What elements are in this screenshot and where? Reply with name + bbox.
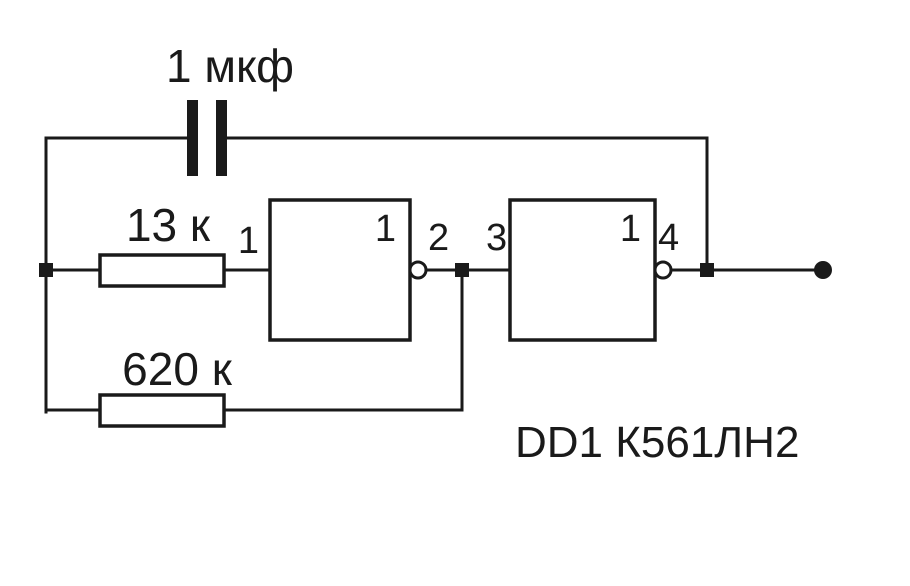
wire-network bbox=[44, 136, 824, 414]
inverter-gate-2: 1 3 4 bbox=[486, 198, 679, 342]
capacitor: 1 мкф bbox=[166, 40, 294, 176]
gate2-output-pin-number: 4 bbox=[658, 217, 679, 259]
inverter-gate-1: 1 1 2 bbox=[238, 198, 449, 342]
capacitor-label: 1 мкф bbox=[166, 40, 294, 92]
resistor-13k-label: 13 к bbox=[126, 199, 211, 251]
gate2-symbol: 1 bbox=[620, 208, 641, 250]
gate1-inversion-bubble bbox=[408, 260, 428, 280]
resistor-13k: 13 к bbox=[98, 199, 226, 288]
gate2-inversion-bubble bbox=[653, 260, 673, 280]
output-terminal bbox=[814, 261, 832, 279]
gate1-input-pin-number: 1 bbox=[238, 220, 259, 262]
gate1-body bbox=[268, 198, 412, 342]
junction-node-left bbox=[39, 263, 53, 277]
resistor-620k: 620 к bbox=[98, 343, 233, 428]
junction-nodes bbox=[39, 263, 714, 277]
gate2-input-pin-number: 3 bbox=[486, 217, 507, 259]
junction-node-right bbox=[700, 263, 714, 277]
capacitor-plate-right bbox=[216, 100, 227, 176]
chip-label: DD1 К561ЛН2 bbox=[515, 418, 799, 467]
resistor-13k-body bbox=[98, 253, 226, 288]
gate1-symbol: 1 bbox=[375, 208, 396, 250]
capacitor-plate-left bbox=[187, 100, 198, 176]
gate2-body bbox=[508, 198, 657, 342]
gate1-output-pin-number: 2 bbox=[428, 217, 449, 259]
resistor-620k-label: 620 к bbox=[122, 343, 233, 395]
resistor-620k-body bbox=[98, 393, 226, 428]
junction-node-middle bbox=[455, 263, 469, 277]
